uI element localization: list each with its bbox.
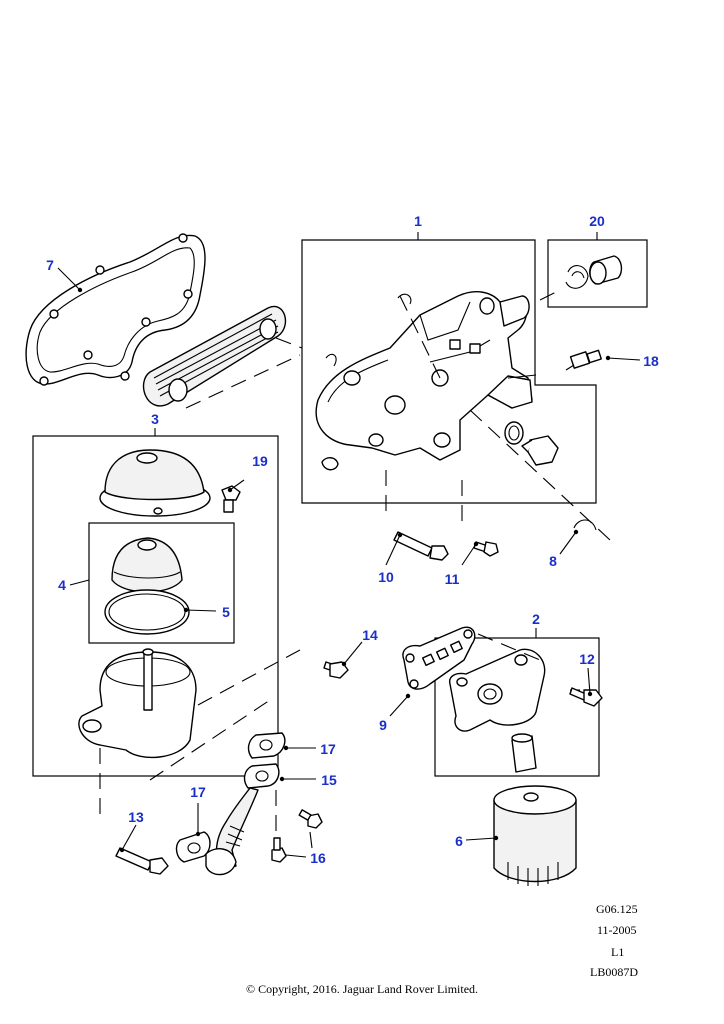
callout-18: 18 xyxy=(643,353,659,369)
reference-level: L1 xyxy=(611,945,625,959)
callout-19: 19 xyxy=(252,453,268,469)
oil-cooler-core xyxy=(142,305,287,407)
callout-13: 13 xyxy=(128,809,144,825)
adaptor-part xyxy=(449,648,546,773)
reference-date: 11-2005 xyxy=(597,923,637,937)
callout-5: 5 xyxy=(222,604,230,620)
frame-filter-element xyxy=(88,522,235,644)
callout-12: 12 xyxy=(579,651,595,667)
callout-20: 20 xyxy=(589,213,605,229)
clip-kit-part xyxy=(565,255,623,289)
oil-filter xyxy=(493,785,577,886)
callout-15: 15 xyxy=(321,772,337,788)
callout-4: 4 xyxy=(58,577,66,593)
callout-17a: 17 xyxy=(320,741,336,757)
callout-9: 9 xyxy=(379,717,387,733)
frame-housing xyxy=(301,239,597,504)
callout-2: 2 xyxy=(532,611,540,627)
return-pipe xyxy=(175,732,286,876)
callout-11: 11 xyxy=(445,571,460,587)
copyright-notice: © Copyright, 2016. Jaguar Land Rover Lim… xyxy=(245,982,479,996)
filter-cap xyxy=(99,449,211,517)
oil-cooler-housing xyxy=(315,291,533,471)
callout-17b: 17 xyxy=(190,784,206,800)
callout-10: 10 xyxy=(378,569,394,585)
bolt-19 xyxy=(221,485,241,513)
callout-7: 7 xyxy=(46,257,54,273)
gasket-part xyxy=(25,233,206,386)
bolt-10 xyxy=(393,531,449,561)
callout-6: 6 xyxy=(455,833,463,849)
filter-housing xyxy=(78,648,197,759)
bolts-16 xyxy=(271,809,323,863)
callout-1: 1 xyxy=(414,213,422,229)
filter-element xyxy=(104,537,190,635)
reference-code: G06.125 xyxy=(596,902,638,916)
adaptor-gasket xyxy=(402,626,476,690)
reference-drawing-number: LB0087D xyxy=(590,965,638,979)
frame-adaptor xyxy=(434,637,600,777)
callout-3: 3 xyxy=(151,411,159,427)
callout-8: 8 xyxy=(549,553,557,569)
callout-16: 16 xyxy=(310,850,326,866)
bolt-13 xyxy=(115,847,169,875)
bolt-12 xyxy=(569,687,603,707)
sensor-part xyxy=(565,349,602,371)
callout-14: 14 xyxy=(362,627,378,643)
